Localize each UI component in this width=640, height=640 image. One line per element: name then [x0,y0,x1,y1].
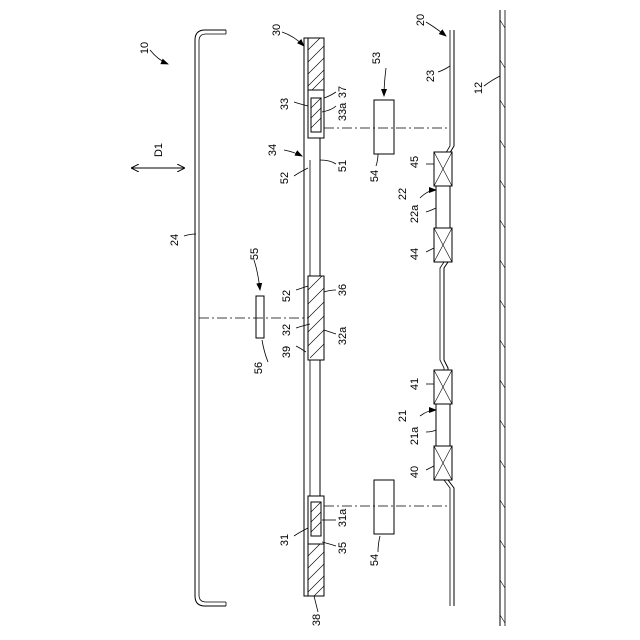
label-37: 37 [337,86,349,98]
label-10: 10 [139,42,151,54]
sensor-56 [256,296,264,338]
label-34: 34 [267,144,279,156]
block-32 [308,276,324,360]
label-53: 53 [371,52,383,64]
label-44: 44 [409,248,421,260]
label-52-top: 52 [279,172,291,184]
label-24: 24 [169,234,181,246]
label-30: 30 [271,24,283,36]
label-45: 45 [409,156,421,168]
label-51: 51 [337,160,349,172]
sensor-33 [308,90,324,138]
label-32a: 32a [337,326,349,345]
hatched-block-top [308,38,324,90]
label-54-bottom: 54 [369,554,381,566]
label-20: 20 [415,14,427,26]
sensor-54-bottom [374,480,394,534]
sensor-54-top [374,100,394,154]
label-55: 55 [249,248,261,260]
label-33: 33 [279,98,291,110]
sensor-31 [308,496,324,544]
label-31a: 31a [337,508,349,527]
label-31: 31 [279,534,291,546]
wall-12 [500,10,505,626]
label-33a: 33a [337,102,349,121]
plate-30 [304,38,324,596]
substrate-20 [440,30,454,606]
hatched-block-bottom [308,544,324,596]
label-32: 32 [281,324,293,336]
label-22a: 22a [409,204,421,223]
label-41: 41 [409,378,421,390]
label-23: 23 [425,70,437,82]
component-22 [434,152,452,262]
component-21 [434,370,452,480]
label-35: 35 [337,542,349,554]
label-12: 12 [473,82,485,94]
label-56: 56 [253,362,265,374]
label-21a: 21a [409,426,421,445]
label-d1: D1 [153,143,165,157]
label-39: 39 [281,346,293,358]
label-21: 21 [397,410,409,422]
label-22: 22 [397,188,409,200]
leader-lines [150,22,500,612]
label-38: 38 [311,614,323,626]
label-52-mid: 52 [281,290,293,302]
label-54-top: 54 [369,170,381,182]
label-36: 36 [337,284,349,296]
label-40: 40 [409,466,421,478]
